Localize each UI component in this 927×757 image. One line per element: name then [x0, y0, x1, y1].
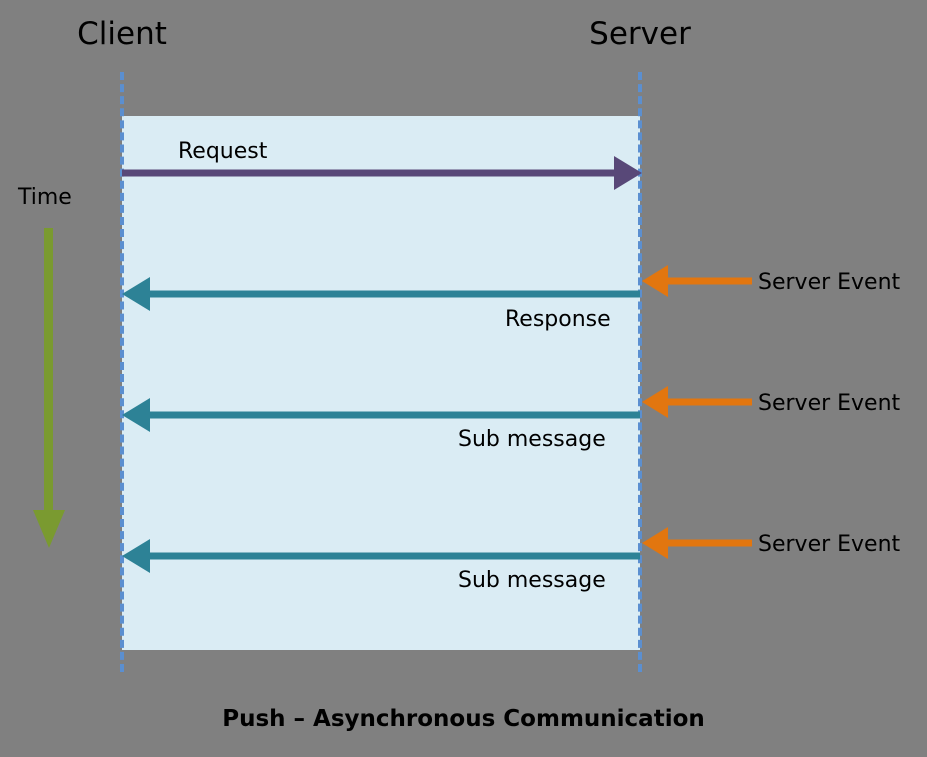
arrow-head-left-icon — [642, 386, 668, 418]
message-arrow-sub-message-1 — [122, 398, 640, 432]
message-label-sub-message-1: Sub message — [458, 427, 606, 452]
lifeline-client — [120, 72, 124, 672]
message-label-response: Response — [505, 307, 611, 332]
arrow-shaft — [666, 277, 752, 285]
event-label-2: Server Event — [758, 391, 901, 416]
lane-panel — [122, 116, 640, 650]
arrow-head-left-icon — [122, 277, 150, 311]
event-arrow-3 — [642, 527, 752, 559]
arrow-head-right-icon — [614, 156, 642, 190]
message-arrow-sub-message-2 — [122, 539, 640, 573]
arrow-head-left-icon — [122, 398, 150, 432]
event-label-3: Server Event — [758, 532, 901, 557]
arrow-shaft — [122, 169, 614, 177]
arrow-head-left-icon — [642, 265, 668, 297]
time-arrow-icon — [33, 228, 65, 548]
time-arrow-shaft — [44, 228, 53, 510]
time-axis-label: Time — [18, 185, 72, 210]
time-arrow-head — [33, 510, 65, 548]
message-arrow-response — [122, 277, 640, 311]
arrow-shaft — [148, 552, 640, 560]
lifeline-server — [638, 72, 642, 672]
message-label-sub-message-2: Sub message — [458, 568, 606, 593]
arrow-head-left-icon — [642, 527, 668, 559]
event-arrow-1 — [642, 265, 752, 297]
arrow-shaft — [148, 411, 640, 419]
message-arrow-request — [122, 156, 642, 190]
actor-label-client: Client — [77, 16, 167, 52]
arrow-shaft — [148, 290, 640, 298]
message-label-request: Request — [178, 139, 268, 164]
arrow-shaft — [666, 539, 752, 547]
event-arrow-2 — [642, 386, 752, 418]
diagram-caption: Push – Asynchronous Communication — [222, 706, 705, 732]
arrow-head-left-icon — [122, 539, 150, 573]
actor-label-server: Server — [589, 16, 691, 52]
arrow-shaft — [666, 398, 752, 406]
event-label-1: Server Event — [758, 270, 901, 295]
